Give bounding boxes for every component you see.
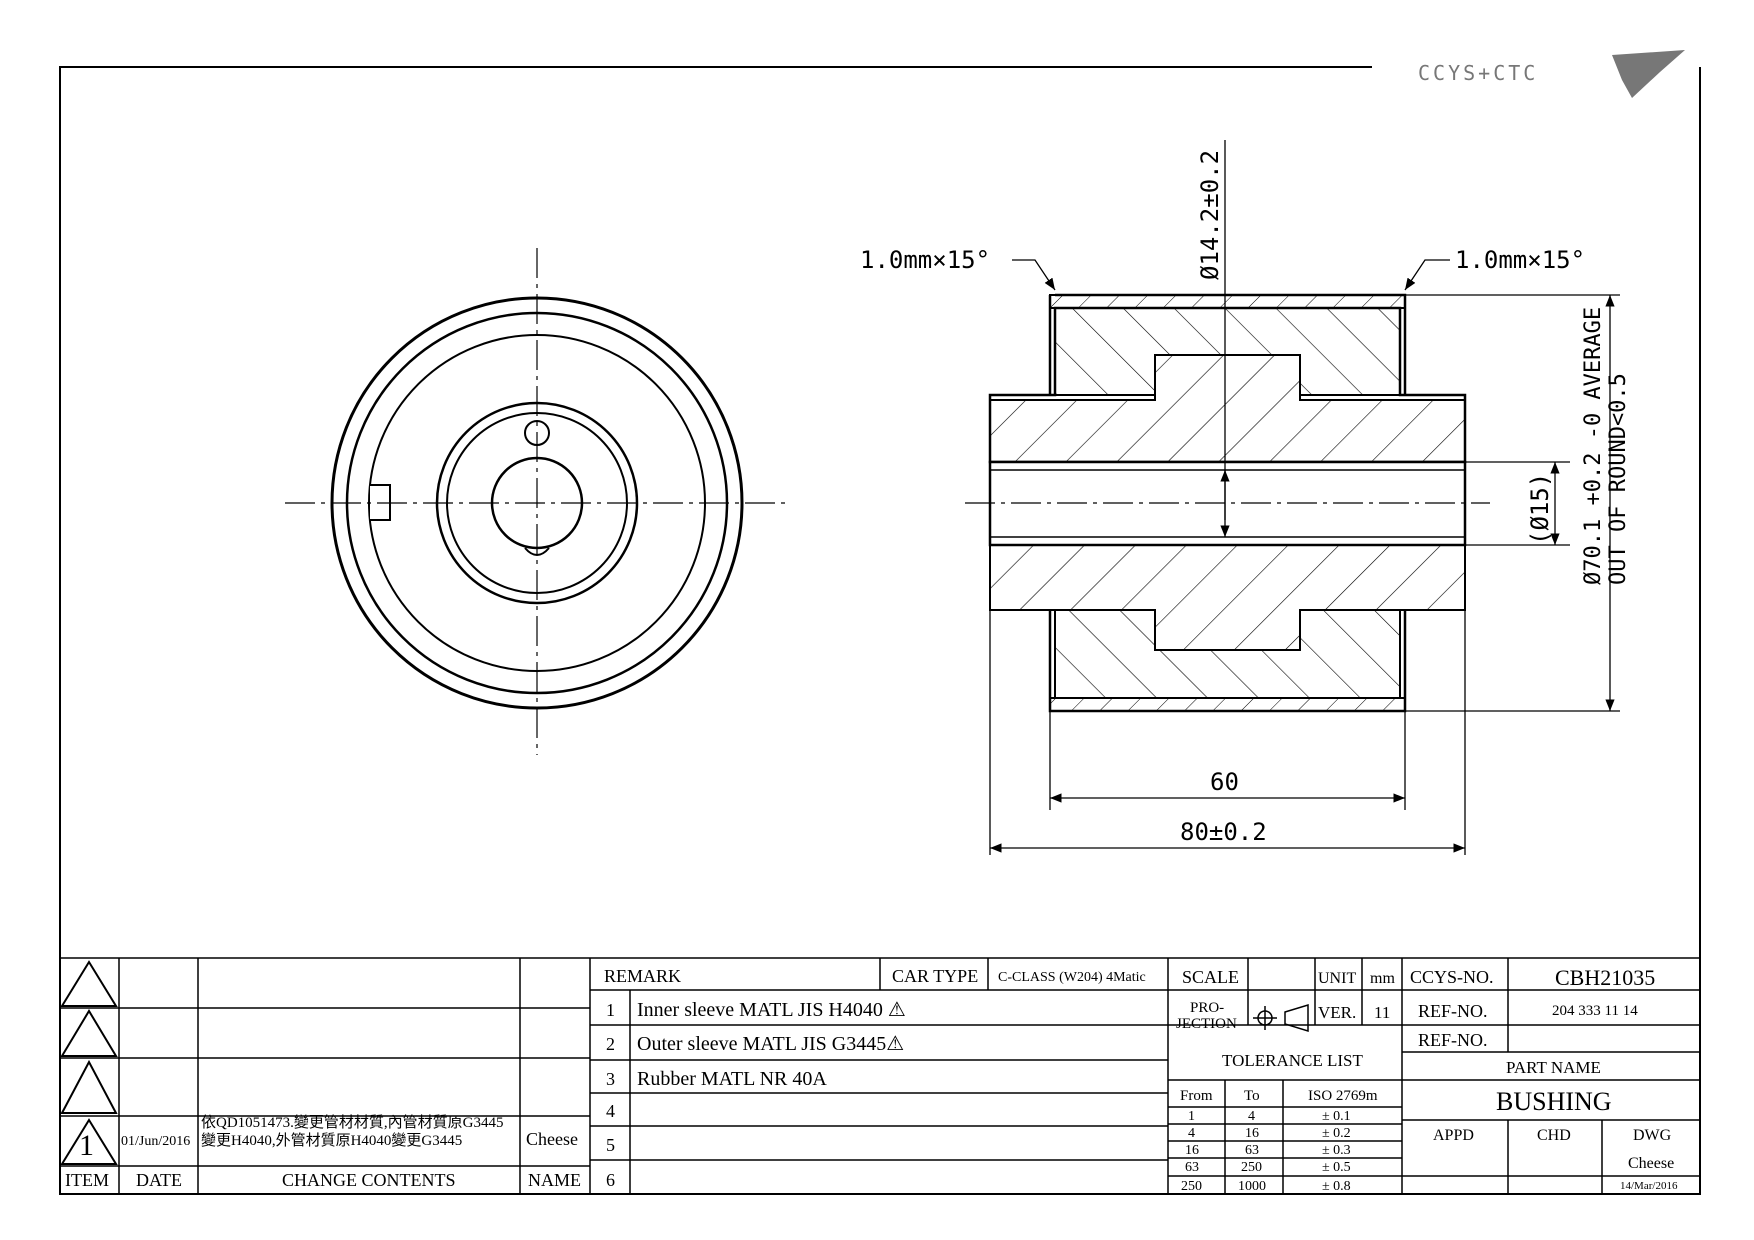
- inner-length-label: 60: [1210, 768, 1239, 796]
- tol-header-from: From: [1180, 1088, 1213, 1104]
- ref-no-value: 204 333 11 14: [1552, 1003, 1638, 1019]
- svg-text:CCYS+CTC: CCYS+CTC: [1418, 61, 1538, 85]
- overall-length-label: 80±0.2: [1180, 818, 1267, 846]
- out-of-round-label: OUT OF ROUND<0.5: [1606, 373, 1631, 585]
- dwg-label: DWG: [1633, 1127, 1672, 1144]
- wall-thickness-label: Ø14.2±0.2: [1196, 150, 1224, 280]
- tol-value-5: ± 0.8: [1322, 1179, 1351, 1194]
- tol-value-4: ± 0.5: [1322, 1160, 1351, 1175]
- revision-content-line2: 變更H4040,外管材質原H4040變更G3445: [201, 1131, 462, 1149]
- section-view: [965, 293, 1490, 713]
- tol-from-4: 63: [1185, 1160, 1199, 1175]
- tolerance-title: TOLERANCE LIST: [1222, 1051, 1363, 1070]
- tol-from-2: 4: [1188, 1126, 1195, 1141]
- tol-from-3: 16: [1185, 1143, 1199, 1158]
- tol-header-to: To: [1244, 1088, 1260, 1104]
- projection-label-2: JECTION: [1176, 1016, 1237, 1032]
- ver-label: VER.: [1318, 1003, 1356, 1022]
- remark-text-1: Inner sleeve MATL JIS H4040 ⚠: [637, 999, 906, 1021]
- ver-value: 11: [1374, 1003, 1390, 1022]
- part-name-value: BUSHING: [1496, 1087, 1612, 1116]
- dwg-name: Cheese: [1628, 1155, 1674, 1172]
- company-logo: CCYS+CTC: [1418, 50, 1685, 98]
- chamfer-right-label: 1.0mm×15°: [1455, 246, 1585, 274]
- chd-label: CHD: [1537, 1127, 1571, 1144]
- chamfer-left-label: 1.0mm×15°: [860, 246, 990, 274]
- remark-text-3: Rubber MATL NR 40A: [637, 1068, 827, 1090]
- bore-label: (Ø15): [1526, 473, 1554, 545]
- revision-content-line1: 依QD1051473.變更管材材質,內管材質原G3445: [201, 1113, 504, 1131]
- scale-label: SCALE: [1182, 967, 1239, 987]
- unit-value: mm: [1370, 970, 1395, 987]
- ref-no-label: REF-NO.: [1418, 1001, 1488, 1021]
- remark-no-2: 2: [606, 1034, 615, 1054]
- remark-no-5: 5: [606, 1135, 615, 1155]
- header-name: NAME: [528, 1170, 581, 1190]
- revision-triangles: [60, 960, 118, 1165]
- remark-no-4: 4: [606, 1101, 615, 1121]
- ref-no-label-2: REF-NO.: [1418, 1030, 1488, 1050]
- tol-from-1: 1: [1188, 1109, 1195, 1124]
- dimension-labels: 1.0mm×15° 1.0mm×15° Ø14.2±0.2 (Ø15) Ø70.…: [860, 150, 1631, 846]
- remark-no-3: 3: [606, 1069, 615, 1089]
- tol-to-3: 63: [1245, 1143, 1259, 1158]
- car-type-label: CAR TYPE: [892, 966, 978, 986]
- part-name-label: PART NAME: [1506, 1058, 1601, 1077]
- dwg-date: 14/Mar/2016: [1620, 1180, 1678, 1192]
- tol-value-2: ± 0.2: [1322, 1126, 1351, 1141]
- remark-no-6: 6: [606, 1170, 615, 1190]
- title-block-grid: [60, 957, 1700, 1194]
- remark-header: REMARK: [604, 966, 681, 986]
- tol-to-5: 1000: [1238, 1179, 1266, 1194]
- header-date: DATE: [136, 1170, 182, 1190]
- front-view: [285, 248, 790, 755]
- remark-no-1: 1: [606, 1000, 615, 1020]
- unit-label: UNIT: [1318, 970, 1356, 987]
- appd-label: APPD: [1433, 1127, 1474, 1144]
- outer-diameter-label: Ø70.1 +0.2 -0 AVERAGE: [1581, 307, 1606, 585]
- revision-name: Cheese: [526, 1129, 578, 1149]
- projection-symbol-icon: [1253, 1003, 1309, 1033]
- car-type-value: C-CLASS (W204) 4Matic: [998, 970, 1146, 985]
- tol-from-5: 250: [1181, 1179, 1202, 1194]
- ccys-no-label: CCYS-NO.: [1410, 967, 1494, 987]
- projection-label-1: PRO-: [1190, 1000, 1224, 1016]
- tol-value-1: ± 0.1: [1322, 1109, 1351, 1124]
- header-item: ITEM: [65, 1170, 109, 1190]
- revision-item: 1: [79, 1129, 94, 1162]
- title-block-texts: 1 01/Jun/2016 依QD1051473.變更管材材質,內管材質原G34…: [65, 965, 1678, 1194]
- tol-to-1: 4: [1248, 1109, 1255, 1124]
- tol-header-std: ISO 2769m: [1308, 1088, 1378, 1104]
- logo-mark-icon: [1612, 50, 1685, 98]
- remark-text-2: Outer sleeve MATL JIS G3445⚠: [637, 1033, 904, 1055]
- tol-to-2: 16: [1245, 1126, 1259, 1141]
- tol-to-4: 250: [1241, 1160, 1262, 1175]
- ccys-no-value: CBH21035: [1555, 965, 1655, 990]
- header-change-contents: CHANGE CONTENTS: [282, 1170, 456, 1190]
- dimensions: [989, 140, 1620, 855]
- sheet-border: [59, 66, 1701, 1195]
- revision-date: 01/Jun/2016: [121, 1134, 190, 1149]
- tol-value-3: ± 0.3: [1322, 1143, 1351, 1158]
